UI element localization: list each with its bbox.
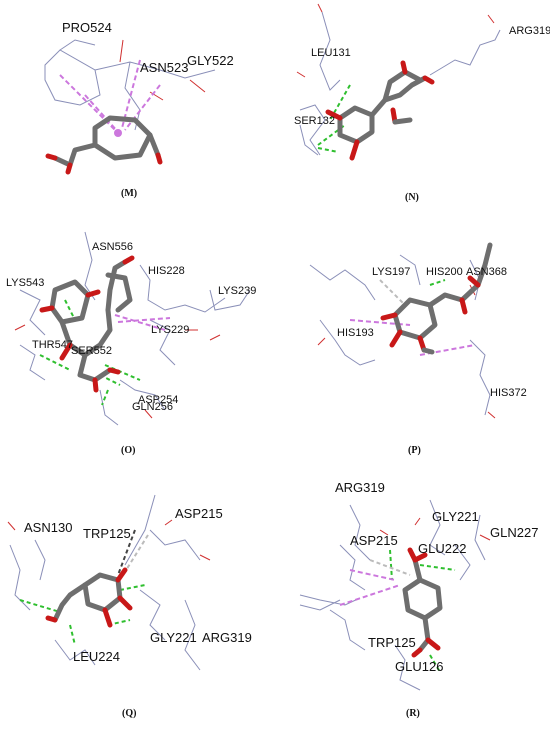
residue-label: LYS239 (218, 285, 256, 297)
residue-label: HIS228 (148, 265, 185, 277)
residue-label: SER552 (71, 345, 112, 357)
hydrogen-bonds (379, 279, 446, 306)
residue-label: ASP215 (175, 506, 223, 521)
hydrogen-bonds (389, 549, 456, 673)
residue-label: ASN368 (466, 266, 507, 278)
ligand (39, 255, 135, 393)
residue-backbone (14, 231, 251, 426)
residue-label: GLY221 (150, 630, 197, 645)
residue-label: HIS193 (337, 327, 374, 339)
residue-label: HIS200 (426, 266, 463, 278)
panel-n: LEU131 SER132 ARG319 (N) (294, 3, 550, 203)
ligand (325, 60, 435, 161)
residue-label: LEU131 (311, 47, 351, 59)
panel-caption: (M) (121, 188, 137, 199)
residue-label: TRP125 (368, 635, 416, 650)
panel-r: ARG319 GLY221 GLN227 ASP215 GLU222 TRP12… (299, 480, 538, 719)
residue-backbone (296, 3, 501, 156)
pi-interactions (114, 314, 171, 331)
panel-o: ASN556 LYS543 HIS228 LYS239 LYS229 THR54… (6, 231, 256, 456)
hydrogen-bonds (19, 584, 146, 646)
panel-caption: (P) (408, 445, 421, 456)
residue-backbone (299, 499, 491, 691)
residue-label: GLY221 (432, 509, 479, 524)
residue-label: LEU224 (73, 649, 120, 664)
residue-label: THR547 (32, 339, 73, 351)
residue-label: ARG319 (335, 480, 385, 495)
residue-label: LYS229 (151, 324, 189, 336)
panel-q: ASN130 TRP125 ASP215 GLY221 ARG319 LEU22… (7, 494, 252, 719)
residue-label: ASN556 (92, 241, 133, 253)
residue-label: SER132 (294, 115, 335, 127)
residue-backbone (7, 494, 211, 671)
residue-label: ASN523 (140, 60, 188, 75)
panel-caption: (Q) (122, 708, 136, 719)
pi-interactions (339, 559, 411, 606)
residue-label: GLU222 (418, 541, 466, 556)
panel-m: PRO524 ASN523 GLY522 (M) (44, 20, 234, 199)
ligand (45, 567, 133, 628)
panel-p: LYS197 HIS200 ASN368 HIS193 HIS372 (P) (309, 242, 527, 456)
residue-label: ASN130 (24, 520, 72, 535)
residue-label: ASP254 (138, 394, 178, 406)
ligand (45, 115, 163, 175)
residue-label: PRO524 (62, 20, 112, 35)
panel-caption: (O) (121, 445, 135, 456)
panel-caption: (R) (406, 708, 420, 719)
panel-caption: (N) (405, 192, 419, 203)
residue-backbone (44, 39, 216, 131)
residue-label: GLN256 (132, 401, 173, 413)
residue-label: GLN227 (490, 525, 538, 540)
residue-label: TRP125 (83, 526, 131, 541)
residue-label: ASP215 (350, 533, 398, 548)
residue-label: LYS543 (6, 277, 44, 289)
residue-label: LYS197 (372, 266, 410, 278)
residue-label: HIS372 (490, 387, 527, 399)
ligand (380, 242, 493, 355)
residue-label: GLU126 (395, 659, 443, 674)
ligand (402, 547, 443, 658)
residue-label: ARG319 (509, 25, 550, 37)
interactions (117, 529, 149, 576)
residue-label: ARG319 (202, 630, 252, 645)
residue-label: GLY522 (187, 53, 234, 68)
